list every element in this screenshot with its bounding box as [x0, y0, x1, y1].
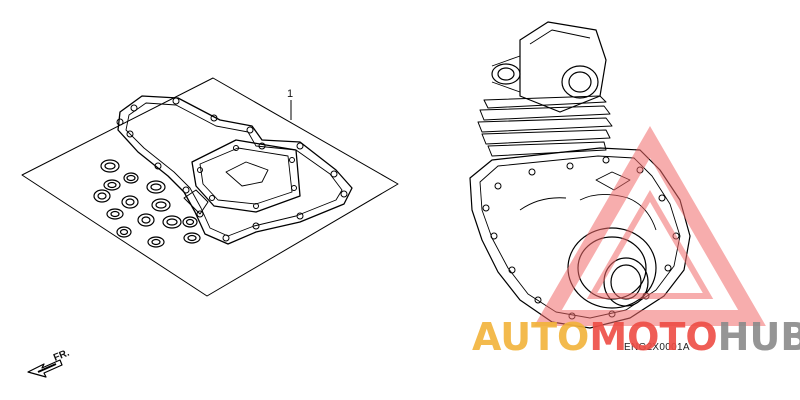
- o-ring-set: [93, 159, 201, 248]
- front-indicator: FR.: [52, 347, 71, 363]
- watermark-part-hub: HUB: [718, 315, 800, 359]
- gasket-sheet-outline: [21, 77, 399, 297]
- crankcase-outline: [469, 147, 691, 329]
- gasket-kit-illustration: [21, 77, 399, 297]
- engine-illustration: [469, 21, 691, 329]
- watermark-part-moto: MOTO: [589, 315, 717, 359]
- oil-seal-ring: [603, 257, 649, 307]
- cover-gasket: [191, 139, 301, 213]
- cylinder-fins: [477, 95, 613, 157]
- watermark-logo: [534, 126, 766, 326]
- watermark-triangle: [534, 126, 766, 326]
- callout-number: 1: [287, 88, 293, 100]
- crankcase-gasket: [117, 95, 353, 245]
- drawing-code: ENG2X0001A: [624, 342, 690, 353]
- watermark-part-auto: AUTO: [472, 315, 589, 359]
- front-arrow-icon: [27, 359, 63, 378]
- watermark-text: AUTOMOTOHUB: [472, 315, 800, 359]
